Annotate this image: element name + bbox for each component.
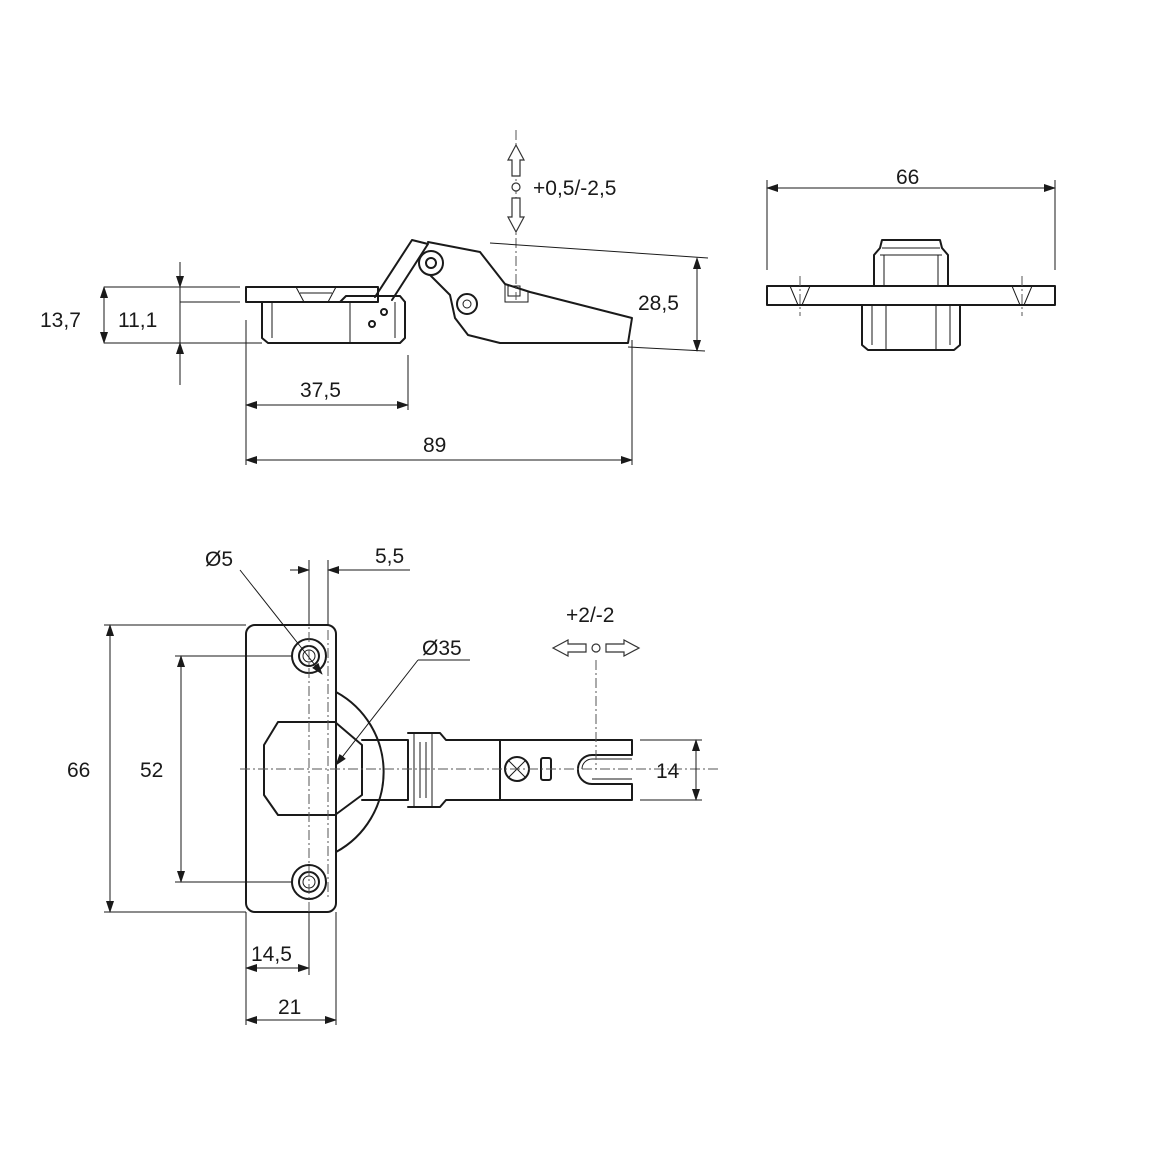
cup-diameter-label: Ø35 xyxy=(422,637,462,660)
arm-width-label: 14 xyxy=(656,760,680,783)
side-view-countersink xyxy=(295,286,337,303)
hole-offset-label: 5,5 xyxy=(375,545,404,568)
plate-width-side-label: 66 xyxy=(896,166,919,189)
plate-width-label: 21 xyxy=(278,996,301,1019)
cup-length-label: 37,5 xyxy=(300,379,341,402)
side-view-pivot-lower xyxy=(456,293,478,315)
vertical-adjust-icon xyxy=(507,143,525,234)
end-view: 66 xyxy=(766,166,1056,351)
plan-view: +2/-2 Ø5 Ø35 5,5 66 52 14 xyxy=(67,545,720,1025)
total-length-label: 89 xyxy=(423,434,446,457)
side-view-link xyxy=(374,239,429,301)
cup-height-label: 11,1 xyxy=(118,309,157,332)
lateral-adjust-icon xyxy=(551,639,641,657)
arm-height-label: 28,5 xyxy=(638,292,679,315)
total-height-label: 13,7 xyxy=(40,309,81,332)
hole-diameter-label: Ø5 xyxy=(205,548,233,571)
hole-spacing-label: 52 xyxy=(140,759,163,782)
hole-edge-distance-label: 14,5 xyxy=(251,943,292,966)
cup-circle xyxy=(335,691,385,853)
lateral-adjust-label: +2/-2 xyxy=(566,604,614,627)
end-view-plate xyxy=(766,285,1056,306)
side-view: +0,5/-2,5 13,7 11,1 37,5 89 28,5 xyxy=(40,130,709,465)
side-view-base-plate xyxy=(245,286,379,303)
plan-arm-link xyxy=(407,732,501,808)
side-view-cup xyxy=(261,301,406,344)
side-view-pivot-upper xyxy=(418,250,444,276)
hex-boss xyxy=(263,721,363,816)
plan-arm xyxy=(499,739,633,801)
side-view-arm xyxy=(427,241,633,344)
end-view-cup xyxy=(861,304,961,351)
plate-height-label: 66 xyxy=(67,759,90,782)
vertical-adjust-label: +0,5/-2,5 xyxy=(533,177,616,200)
end-view-arm xyxy=(873,239,949,287)
